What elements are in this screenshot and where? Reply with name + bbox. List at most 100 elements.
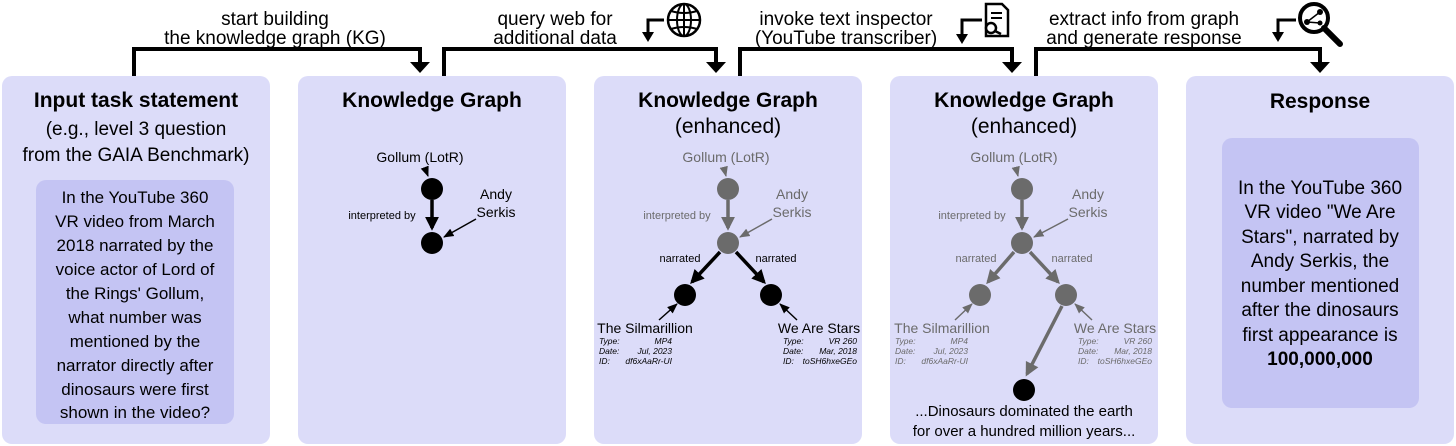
kg3-silmarillion-id-val: df6xAaRr-UI (921, 356, 968, 366)
kg1-andy-label-1: Andy (480, 186, 512, 202)
kg3-stars-date-key: Date: (1078, 346, 1099, 356)
question-text: In the YouTube 360 VR video from March 2… (55, 188, 215, 422)
question-box (36, 180, 234, 424)
kg2-stars-date-val: Mar, 2018 (819, 346, 857, 356)
kg3-stars-id-val: toSH6hxeGEo (1098, 356, 1153, 366)
step-3-line1: invoke text inspector (759, 9, 933, 30)
response-line: first appearance is (1242, 325, 1397, 346)
kg2-silmarillion-type-key: Type: (599, 336, 620, 346)
connector-1 (132, 47, 430, 76)
kg2-silmarillion-id-key: ID: (599, 356, 611, 366)
connector-3 (738, 47, 1022, 76)
kg2-silmarillion-type-val: MP4 (655, 336, 673, 346)
kg2-edge-narrated-right: narrated (756, 253, 797, 265)
kg2-stars-type-val: VR 260 (829, 336, 858, 346)
kg3-stars-date-val: Mar, 2018 (1114, 346, 1152, 356)
kg3-transcript-line-2: for over a hundred million years... (913, 423, 1136, 440)
kg2-subtitle: (enhanced) (675, 115, 781, 138)
kg2-stars-id-val: toSH6hxeGEo (803, 356, 858, 366)
question-line: narrator directly after (57, 356, 214, 375)
step-1-line2: the knowledge graph (KG) (164, 28, 386, 49)
response-line: number mentioned (1241, 276, 1399, 297)
response-line: after the dinosaurs (1241, 300, 1398, 321)
kg3-stars-type-key: Type: (1078, 336, 1099, 346)
kg1-title: Knowledge Graph (342, 89, 522, 112)
kg3-andy-label-1: Andy (1072, 186, 1104, 202)
kg3-stars-id-key: ID: (1078, 356, 1090, 366)
kg2-node-silmarillion (674, 284, 696, 306)
kg3-node-transcript (1013, 379, 1035, 401)
kg1-gollum-label: Gollum (LotR) (376, 149, 463, 165)
step-2-line1: query web for (497, 9, 613, 30)
response-line: Andy Serkis, the (1251, 251, 1389, 272)
kg2-stars-date-key: Date: (783, 346, 804, 356)
question-line: In the YouTube 360 (62, 188, 209, 207)
document-search-icon (956, 2, 1010, 44)
question-line: shown in the video? (60, 403, 210, 422)
kg3-node-silmarillion (969, 284, 991, 306)
kg3-silmarillion-id-key: ID: (895, 356, 907, 366)
kg3-edge-narrated-right: narrated (1052, 253, 1093, 265)
response-text: In the YouTube 360 VR video "We Are Star… (1238, 178, 1402, 370)
kg2-silmarillion-id-val: df6xAaRr-UI (625, 356, 672, 366)
response-title: Response (1270, 90, 1370, 113)
kg1-node-andy (421, 232, 443, 254)
input-subtitle-2: from the GAIA Benchmark) (22, 145, 249, 166)
kg2-graph: Gollum (LotR) interpreted by Andy Serkis… (597, 149, 860, 366)
kg2-silmarillion-title: The Silmarillion (597, 320, 693, 336)
panel-kg1 (298, 76, 566, 444)
connector-4 (1034, 47, 1330, 76)
kg1-andy-label-2: Serkis (477, 204, 516, 220)
question-line: voice actor of Lord of (56, 260, 215, 279)
kg3-stars-title: We Are Stars (1074, 320, 1156, 336)
kg3-title: Knowledge Graph (934, 89, 1114, 112)
panel-kg2 (594, 76, 862, 444)
question-line: the Rings' Gollum, (66, 284, 204, 303)
step-4-line1: extract info from graph (1049, 9, 1239, 30)
kg3-silmarillion-type-key: Type: (895, 336, 916, 346)
kg2-node-gollum (717, 178, 739, 200)
kg3-gollum-label: Gollum (LotR) (970, 149, 1057, 165)
kg2-silmarillion-date-val: Jul, 2023 (637, 346, 673, 356)
panel-kg3 (890, 76, 1158, 444)
response-line: In the YouTube 360 (1238, 178, 1402, 199)
question-line: VR video from March (55, 212, 215, 231)
graph-magnifier-icon (1272, 2, 1343, 47)
kg3-edge-interpreted-by: interpreted by (938, 210, 1006, 222)
kg3-silmarillion-title: The Silmarillion (894, 320, 990, 336)
kg3-transcript-line-1: ...Dinosaurs dominated the earth (915, 403, 1133, 420)
kg1-edge-interpreted-by: interpreted by (348, 210, 416, 222)
input-subtitle-1: (e.g., level 3 question (46, 119, 227, 140)
kg2-node-stars (760, 284, 782, 306)
step-3-line2: (YouTube transcriber) (755, 28, 937, 49)
step-2-line2: additional data (493, 28, 617, 49)
kg2-andy-label-2: Serkis (773, 204, 812, 220)
question-line: mentioned by the (70, 332, 200, 351)
kg2-stars-id-key: ID: (783, 356, 795, 366)
kg3-graph: Gollum (LotR) interpreted by Andy Serkis… (894, 149, 1156, 440)
kg2-stars-title: We Are Stars (778, 320, 860, 336)
kg2-title: Knowledge Graph (638, 89, 818, 112)
kg2-silmarillion-date-key: Date: (599, 346, 620, 356)
kg3-silmarillion-date-key: Date: (895, 346, 916, 356)
kg2-gollum-label: Gollum (LotR) (682, 149, 769, 165)
input-title: Input task statement (34, 89, 238, 112)
step-4-line2: and generate response (1046, 28, 1241, 49)
kg3-node-stars (1055, 284, 1077, 306)
kg3-edge-narrated-left: narrated (956, 253, 997, 265)
kg2-stars-type-key: Type: (783, 336, 804, 346)
kg1-node-gollum (421, 178, 443, 200)
question-line: 2018 narrated by the (57, 236, 214, 255)
response-answer: 100,000,000 (1267, 349, 1373, 370)
kg2-node-andy (717, 232, 739, 254)
connector-2 (442, 47, 726, 76)
question-line: dinosaurs were first (61, 380, 209, 399)
kg3-subtitle: (enhanced) (971, 115, 1077, 138)
kg3-stars-type-val: VR 260 (1124, 336, 1153, 346)
kg2-edge-interpreted-by: interpreted by (643, 210, 711, 222)
kg3-silmarillion-type-val: MP4 (951, 336, 969, 346)
globe-icon (642, 2, 702, 42)
question-line: what number was (67, 308, 201, 327)
kg3-andy-label-2: Serkis (1069, 204, 1108, 220)
